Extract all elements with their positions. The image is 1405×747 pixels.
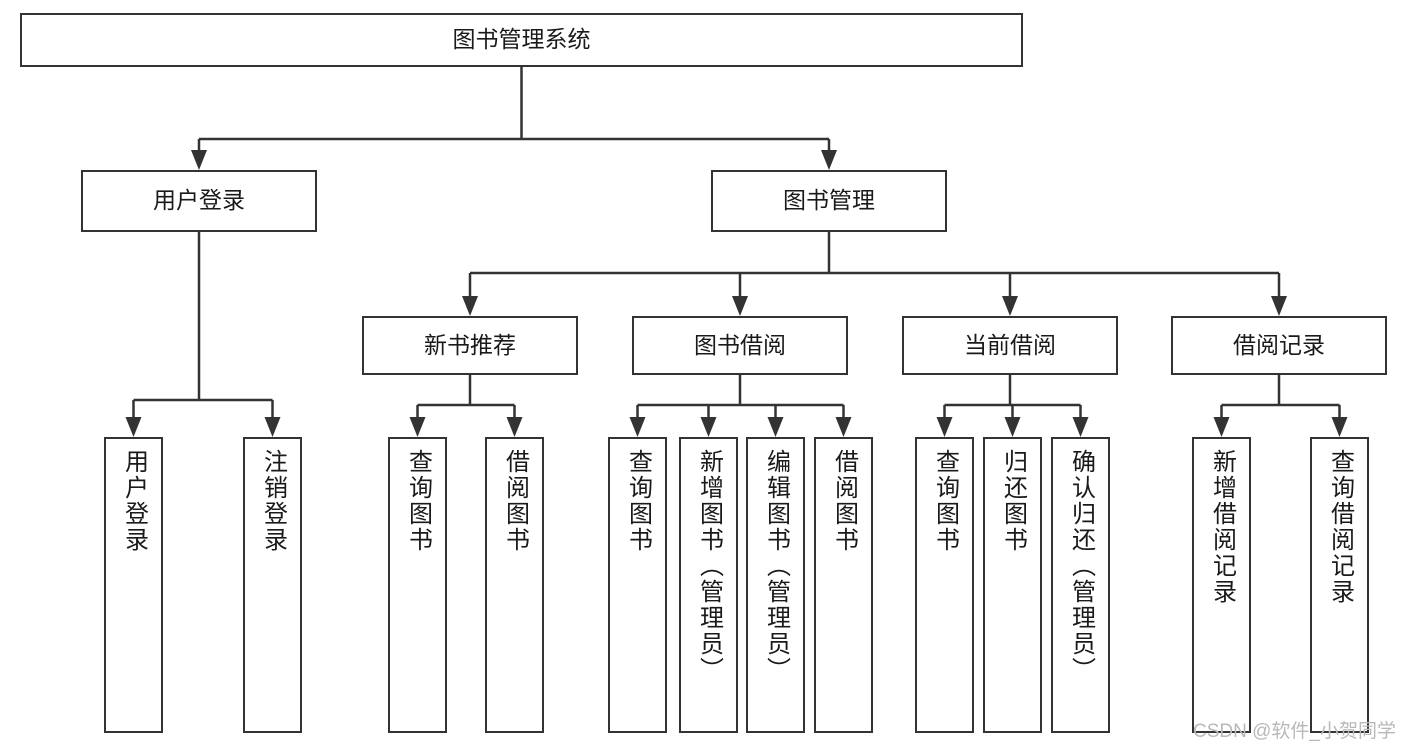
node-label: 查询图书	[404, 449, 432, 553]
node-label: 图书借阅	[694, 331, 786, 358]
node-label: 确认归还（管理员）	[1067, 449, 1095, 683]
arrowhead-current-borrow	[1002, 296, 1018, 316]
node-leaf-borrow-book-1[interactable]: 借阅图书	[485, 437, 544, 733]
node-label: 新书推荐	[424, 331, 516, 358]
arrowhead-leaf-logout	[264, 417, 281, 437]
arrowhead-leaf-edit-book	[767, 417, 784, 437]
arrowhead-leaf-add-book	[700, 417, 717, 437]
node-borrow-record[interactable]: 借阅记录	[1171, 316, 1387, 375]
arrowhead-leaf-query-book-2	[629, 417, 646, 437]
node-leaf-add-record[interactable]: 新增借阅记录	[1192, 437, 1251, 733]
arrowhead-leaf-borrow-book-1	[506, 417, 523, 437]
arrowhead-book-borrow	[732, 296, 748, 316]
node-leaf-return-book[interactable]: 归还图书	[983, 437, 1042, 733]
node-label: 查询图书	[931, 449, 959, 553]
node-book-manage[interactable]: 图书管理	[711, 170, 947, 232]
node-new-book-rec[interactable]: 新书推荐	[362, 316, 578, 375]
node-current-borrow[interactable]: 当前借阅	[902, 316, 1118, 375]
node-leaf-user-login[interactable]: 用户登录	[104, 437, 163, 733]
node-label: 用户登录	[153, 187, 245, 214]
node-label: 编辑图书（管理员）	[762, 449, 790, 683]
node-label: 借阅记录	[1233, 331, 1325, 358]
node-leaf-query-book-3[interactable]: 查询图书	[915, 437, 974, 733]
node-book-borrow[interactable]: 图书借阅	[632, 316, 848, 375]
arrowhead-borrow-record	[1271, 296, 1287, 316]
node-label: 借阅图书	[501, 449, 529, 553]
node-leaf-confirm-ret[interactable]: 确认归还（管理员）	[1051, 437, 1110, 733]
arrowhead-leaf-query-book-1	[409, 417, 426, 437]
node-label: 新增图书（管理员）	[695, 449, 723, 683]
node-label: 图书管理	[783, 187, 875, 214]
node-leaf-add-book[interactable]: 新增图书（管理员）	[679, 437, 738, 733]
arrowhead-leaf-query-book-3	[936, 417, 953, 437]
node-user-login[interactable]: 用户登录	[81, 170, 317, 232]
arrowhead-leaf-borrow-book-2	[835, 417, 852, 437]
node-label: 新增借阅记录	[1208, 449, 1236, 605]
node-label: 当前借阅	[964, 331, 1056, 358]
node-label: 归还图书	[999, 449, 1027, 553]
node-leaf-query-record[interactable]: 查询借阅记录	[1310, 437, 1369, 733]
arrowhead-leaf-query-record	[1331, 417, 1348, 437]
node-label: 图书管理系统	[452, 26, 591, 53]
node-label: 用户登录	[120, 449, 148, 553]
arrowhead-leaf-add-record	[1213, 417, 1230, 437]
arrowhead-leaf-confirm-ret	[1072, 417, 1089, 437]
node-leaf-logout[interactable]: 注销登录	[243, 437, 302, 733]
arrowhead-user-login	[191, 150, 207, 170]
arrowhead-leaf-user-login	[125, 417, 142, 437]
node-root[interactable]: 图书管理系统	[20, 13, 1023, 67]
node-label: 查询借阅记录	[1326, 449, 1354, 605]
node-label: 查询图书	[624, 449, 652, 553]
node-leaf-borrow-book-2[interactable]: 借阅图书	[814, 437, 873, 733]
node-label: 注销登录	[259, 449, 287, 553]
node-label: 借阅图书	[830, 449, 858, 553]
arrowhead-new-book-rec	[462, 296, 478, 316]
node-leaf-query-book-2[interactable]: 查询图书	[608, 437, 667, 733]
arrowhead-book-manage	[821, 150, 837, 170]
arrowhead-leaf-return-book	[1004, 417, 1021, 437]
node-leaf-edit-book[interactable]: 编辑图书（管理员）	[746, 437, 805, 733]
node-leaf-query-book-1[interactable]: 查询图书	[388, 437, 447, 733]
